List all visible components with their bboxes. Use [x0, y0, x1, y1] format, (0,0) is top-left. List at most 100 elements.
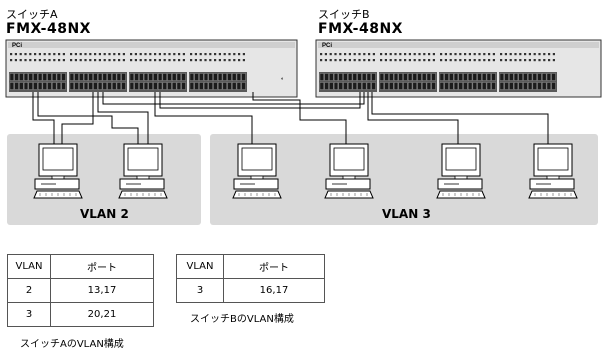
- table-b-header-port: ポート: [223, 254, 325, 279]
- switch-port: [14, 82, 19, 90]
- switch-port: [333, 73, 339, 81]
- switch-port: [199, 82, 204, 90]
- switch-port: [439, 73, 444, 81]
- switch-port: [218, 82, 223, 90]
- switch-port: [208, 73, 213, 81]
- switch-port: [158, 82, 163, 90]
- switch-port: [83, 73, 89, 81]
- switch-port: [338, 73, 343, 81]
- switch-port: [453, 82, 459, 90]
- switch-port: [112, 73, 117, 81]
- switch-port: [93, 73, 98, 81]
- switch-port: [532, 73, 537, 81]
- switch-port: [403, 82, 408, 90]
- switch-port: [23, 73, 29, 81]
- switch-port: [129, 73, 134, 81]
- switch-port: [181, 82, 186, 90]
- switch-port: [74, 73, 79, 81]
- switch-port: [499, 73, 504, 81]
- table-b-cell: 16,17: [223, 278, 325, 303]
- switch-port: [449, 82, 454, 90]
- switch-b-label: スイッチB: [318, 8, 370, 21]
- switch-port: [513, 82, 519, 90]
- switch-port: [329, 82, 334, 90]
- switch-port: [52, 82, 57, 90]
- switch-port: [463, 73, 468, 81]
- switch-port: [241, 82, 246, 90]
- switch-port: [121, 73, 126, 81]
- switch-port: [98, 73, 103, 81]
- table-a-cell: 13,17: [50, 278, 154, 303]
- switch-port: [329, 73, 334, 81]
- svg-text:◐: ◐: [281, 76, 284, 82]
- switch-port: [143, 82, 149, 90]
- switch-port: [546, 82, 551, 90]
- switch-port: [116, 73, 121, 81]
- switch-port: [366, 73, 371, 81]
- switch-port: [203, 73, 209, 81]
- switch-port: [352, 73, 357, 81]
- switch-port: [47, 73, 52, 81]
- switch-port: [172, 73, 177, 81]
- switch-port: [116, 82, 121, 90]
- pc-icon: [232, 143, 282, 199]
- switch-a-model: FMX-48NX: [6, 21, 91, 37]
- switch-port: [79, 82, 84, 90]
- switch-port: [509, 82, 514, 90]
- table-a-cell: 3: [7, 302, 51, 327]
- switch-port: [194, 73, 199, 81]
- switch-port: [384, 73, 389, 81]
- switch-port: [232, 82, 237, 90]
- switch-port: [486, 82, 491, 90]
- switch-port: [14, 73, 19, 81]
- switch-port: [83, 82, 89, 90]
- switch-port: [537, 73, 542, 81]
- switch-a-chassis: PCi ◐: [5, 39, 298, 98]
- switch-port: [417, 82, 422, 90]
- switch-port: [167, 73, 172, 81]
- switch-port: [176, 73, 181, 81]
- switch-port: [134, 73, 139, 81]
- switch-port: [236, 82, 241, 90]
- switch-port: [389, 73, 394, 81]
- switch-port: [324, 82, 329, 90]
- switch-port: [518, 82, 523, 90]
- switch-port: [384, 82, 389, 90]
- switch-port: [69, 82, 74, 90]
- switch-port: [513, 73, 519, 81]
- pc-icon: [118, 143, 168, 199]
- table-a-cell: 2: [7, 278, 51, 303]
- table-a-header-port: ポート: [50, 254, 154, 279]
- switch-port: [422, 82, 427, 90]
- switch-port: [88, 82, 93, 90]
- switch-port: [102, 73, 107, 81]
- table-row: 2 13,17: [7, 278, 154, 303]
- switch-port: [148, 73, 153, 81]
- switch-port: [431, 82, 436, 90]
- switch-a-label: スイッチA: [6, 8, 58, 21]
- switch-port: [523, 73, 528, 81]
- switch-port: [61, 82, 66, 90]
- table-a-header-vlan: VLAN: [7, 254, 51, 279]
- table-switch-a: VLAN ポート 2 13,17 3 20,21: [7, 254, 154, 327]
- switch-port: [52, 73, 57, 81]
- switch-port: [61, 73, 66, 81]
- switch-port: [199, 73, 204, 81]
- switch-port: [551, 82, 556, 90]
- switch-port: [324, 73, 329, 81]
- switch-port: [23, 82, 29, 90]
- switch-port: [208, 82, 213, 90]
- switch-port: [532, 82, 537, 90]
- switch-port: [69, 73, 74, 81]
- switch-port: [338, 82, 343, 90]
- switch-port: [463, 82, 468, 90]
- switch-port: [348, 82, 353, 90]
- vlan2-label: VLAN 2: [80, 207, 129, 221]
- switch-port: [422, 73, 427, 81]
- switch-port: [449, 73, 454, 81]
- switch-port: [93, 82, 98, 90]
- switch-port: [47, 82, 52, 90]
- switch-port: [236, 73, 241, 81]
- switch-port: [482, 73, 487, 81]
